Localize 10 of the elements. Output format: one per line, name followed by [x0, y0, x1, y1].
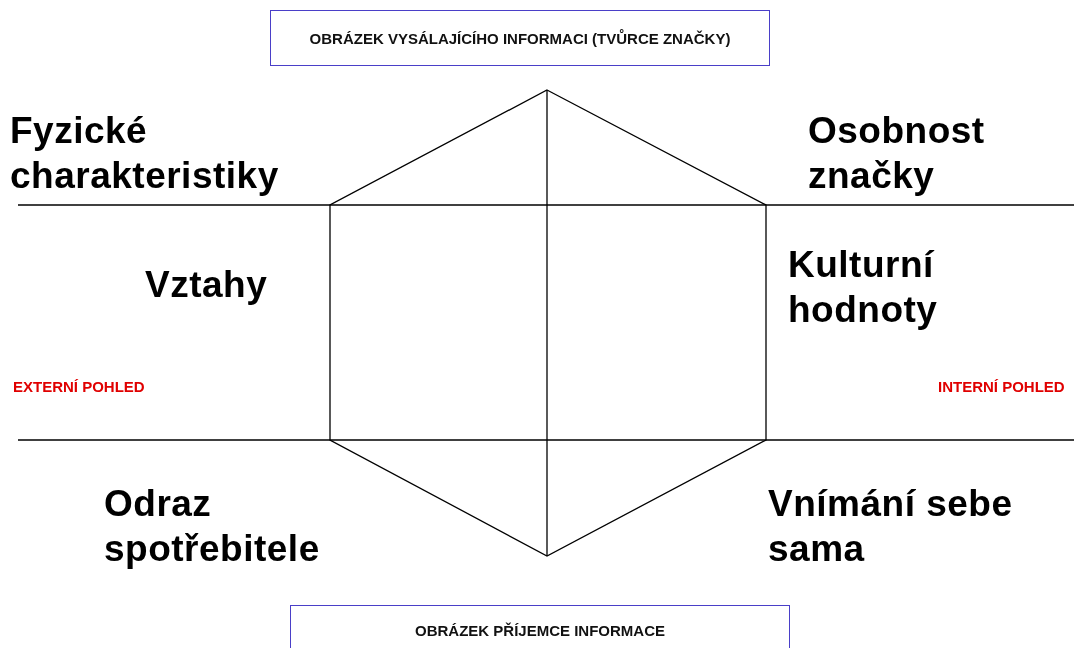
heading-box: OBRÁZEK PŘÍJEMCE INFORMACE — [290, 605, 790, 648]
heading-box: OBRÁZEK VYSÁLAJÍCÍHO INFORMACI (TVŮRCE ZNAČKY) — [270, 10, 770, 66]
facet-label: Kulturní hodnoty — [788, 243, 939, 332]
side-label: EXTERNÍ POHLED — [13, 378, 145, 395]
facet-label: Odraz spotřebitele — [104, 482, 321, 571]
facet-label: Osobnost značky — [808, 109, 986, 198]
facet-label: Vztahy — [145, 263, 269, 307]
facet-label: Vnímání sebe sama — [768, 482, 1014, 571]
side-label: INTERNÍ POHLED — [938, 378, 1065, 395]
facet-label: Fyzické charakteristiky — [10, 109, 280, 198]
